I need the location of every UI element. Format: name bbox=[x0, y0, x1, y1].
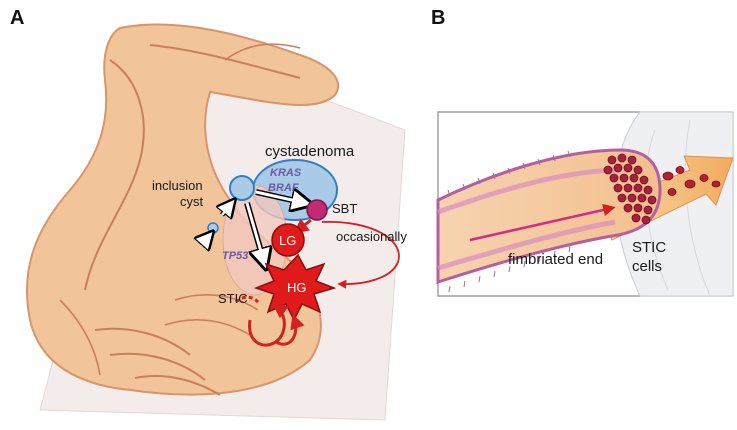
label-braf: BRAF bbox=[268, 182, 299, 194]
label-fimbriated-end: fimbriated end bbox=[508, 251, 603, 268]
label-cyst: cyst bbox=[180, 194, 204, 209]
panel-b-letter: B bbox=[431, 7, 445, 29]
label-sbt: SBT bbox=[332, 201, 357, 216]
label-stic-cells-line1: STIC bbox=[632, 239, 666, 256]
label-kras: KRAS bbox=[270, 167, 302, 179]
label-inclusion: inclusion bbox=[152, 178, 203, 193]
panel-b: B bbox=[431, 7, 733, 296]
label-stic: STIC bbox=[218, 291, 248, 306]
label-lg: LG bbox=[279, 233, 296, 248]
label-tp53: TP53 bbox=[222, 250, 248, 262]
panel-a-letter: A bbox=[10, 7, 24, 29]
inclusion-cyst-small bbox=[208, 223, 218, 233]
inclusion-cyst-large bbox=[230, 176, 254, 200]
label-hg: HG bbox=[287, 280, 307, 295]
label-cystadenoma: cystadenoma bbox=[265, 143, 355, 160]
label-occasionally: occasionally bbox=[336, 229, 407, 244]
sbt-lesion bbox=[307, 200, 327, 220]
panel-a: A bbox=[10, 7, 407, 420]
label-stic-cells-line2: cells bbox=[632, 258, 662, 275]
